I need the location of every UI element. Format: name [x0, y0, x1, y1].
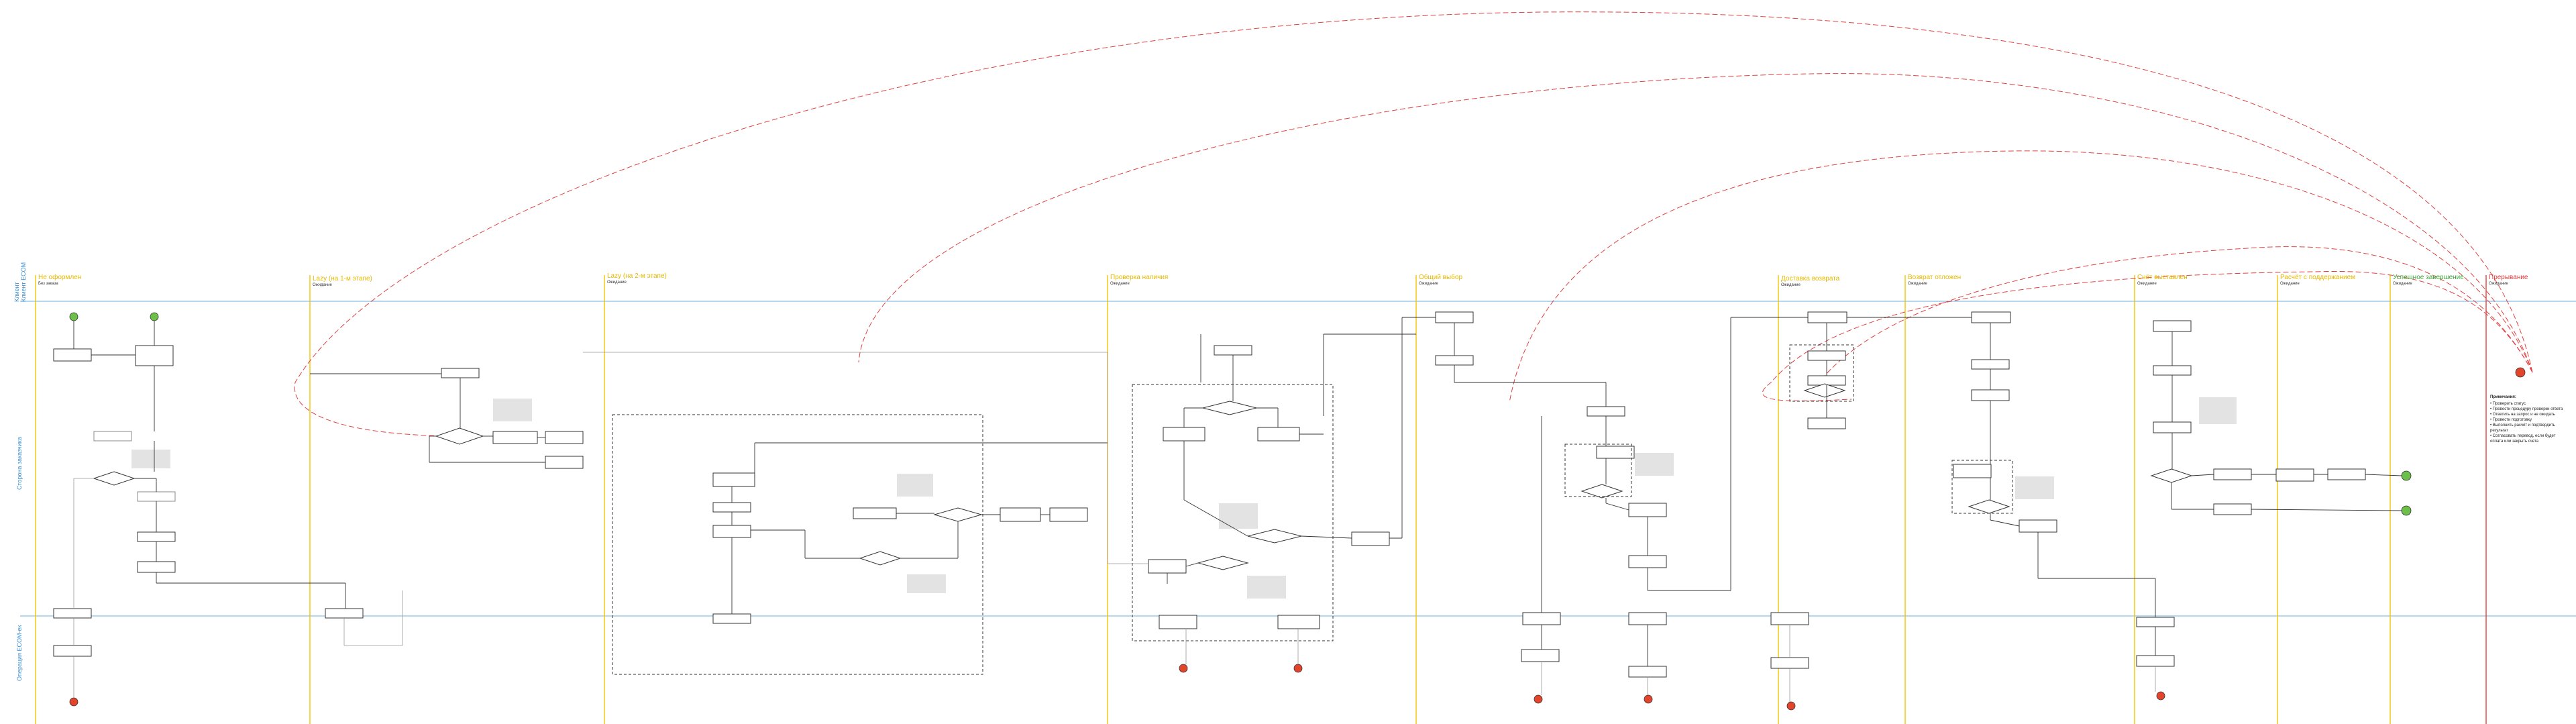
end-event-7: [2156, 691, 2165, 701]
lane-label-client: Клиент: [13, 282, 20, 302]
stage-title-invoice: Счёт выставлен: [2137, 274, 2188, 281]
task-boxes: [53, 311, 2366, 678]
cancel-arcs: [294, 11, 2533, 437]
stage-sub-lazy-1: Ожидание: [313, 283, 332, 287]
notes-item: • Согласовать перевод, если будет оплата…: [2490, 434, 2556, 444]
secondary-flows: [73, 352, 2156, 702]
notes-panel: Примечания: • Проверить статус • Провест…: [2490, 395, 2564, 444]
lane-label-customer: Сторона заказчика: [16, 437, 23, 490]
stage-sub-common-choice: Ожидание: [1419, 282, 1438, 286]
subprocess-frames: [612, 344, 2013, 675]
notes-item: • Выполнить расчёт и подтвердить результ…: [2490, 423, 2555, 433]
notes-title: Примечания:: [2490, 395, 2516, 399]
stage-sub-interruption: Ожидание: [2489, 282, 2508, 286]
stage-title-lazy-1: Lazy (на 1-м этапе): [313, 275, 372, 282]
connectors: [73, 317, 2402, 666]
stage-sub-not-issued: Без заказа: [38, 282, 58, 286]
stage-sub-return-delivery: Ожидание: [1781, 283, 1801, 287]
start-events: [69, 312, 159, 321]
end-events: [69, 367, 2526, 711]
stage-title-lazy-2: Lazy (на 2-м этапе): [607, 272, 667, 280]
stage-dividers: [35, 275, 2487, 724]
success-events: [2401, 470, 2412, 516]
stage-title-interruption: Прерывание: [2489, 274, 2528, 281]
end-event-6: [1786, 701, 1796, 711]
lane-separators: [20, 301, 2576, 617]
comment-boxes: [131, 397, 2237, 599]
notes-item: • Провести процедуру проверки ответа: [2490, 407, 2563, 411]
lane-label-ecom: Операция ECOM-ек: [16, 625, 23, 681]
stage-title-return-delivery: Доставка возврата: [1781, 275, 1840, 282]
gateways: [93, 383, 2193, 570]
notes-item: • Проверить статус: [2490, 402, 2526, 406]
start-event-2: [150, 312, 159, 321]
success-event-2: [2401, 505, 2412, 516]
stage-title-not-issued: Не оформлен: [38, 274, 82, 281]
stage-title-settlement: Расчёт с поддержанием: [2280, 274, 2356, 281]
start-event-1: [69, 312, 78, 321]
lane-label-client-sub: Клиент ECOM: [20, 262, 27, 302]
end-event-5: [1644, 694, 1653, 704]
end-event-3: [1293, 664, 1303, 673]
stage-sub-availability: Ожидание: [1110, 282, 1130, 286]
stage-sub-lazy-2: Ожидание: [607, 280, 627, 285]
stage-title-common-choice: Общий выбор: [1419, 274, 1463, 281]
end-event-2: [1179, 664, 1188, 673]
stage-title-return-delayed: Возврат отложен: [1908, 274, 1962, 281]
notes-item: • Провести подготовку: [2490, 418, 2532, 422]
stage-title-success: Успешное завершение: [2393, 274, 2464, 281]
stage-sub-return-delayed: Ожидание: [1908, 282, 1927, 286]
end-event-1: [69, 697, 78, 707]
stage-sub-settlement: Ожидание: [2280, 282, 2300, 286]
notes-item: • Ответить на запрос и не ожидать: [2490, 413, 2555, 417]
stage-sub-invoice: Ожидание: [2137, 282, 2157, 286]
success-event-1: [2401, 470, 2412, 481]
stage-title-availability: Проверка наличия: [1110, 274, 1169, 281]
end-event-cancel: [2515, 367, 2526, 378]
stage-sub-success: Ожидание: [2393, 282, 2412, 286]
end-event-4: [1534, 694, 1543, 704]
